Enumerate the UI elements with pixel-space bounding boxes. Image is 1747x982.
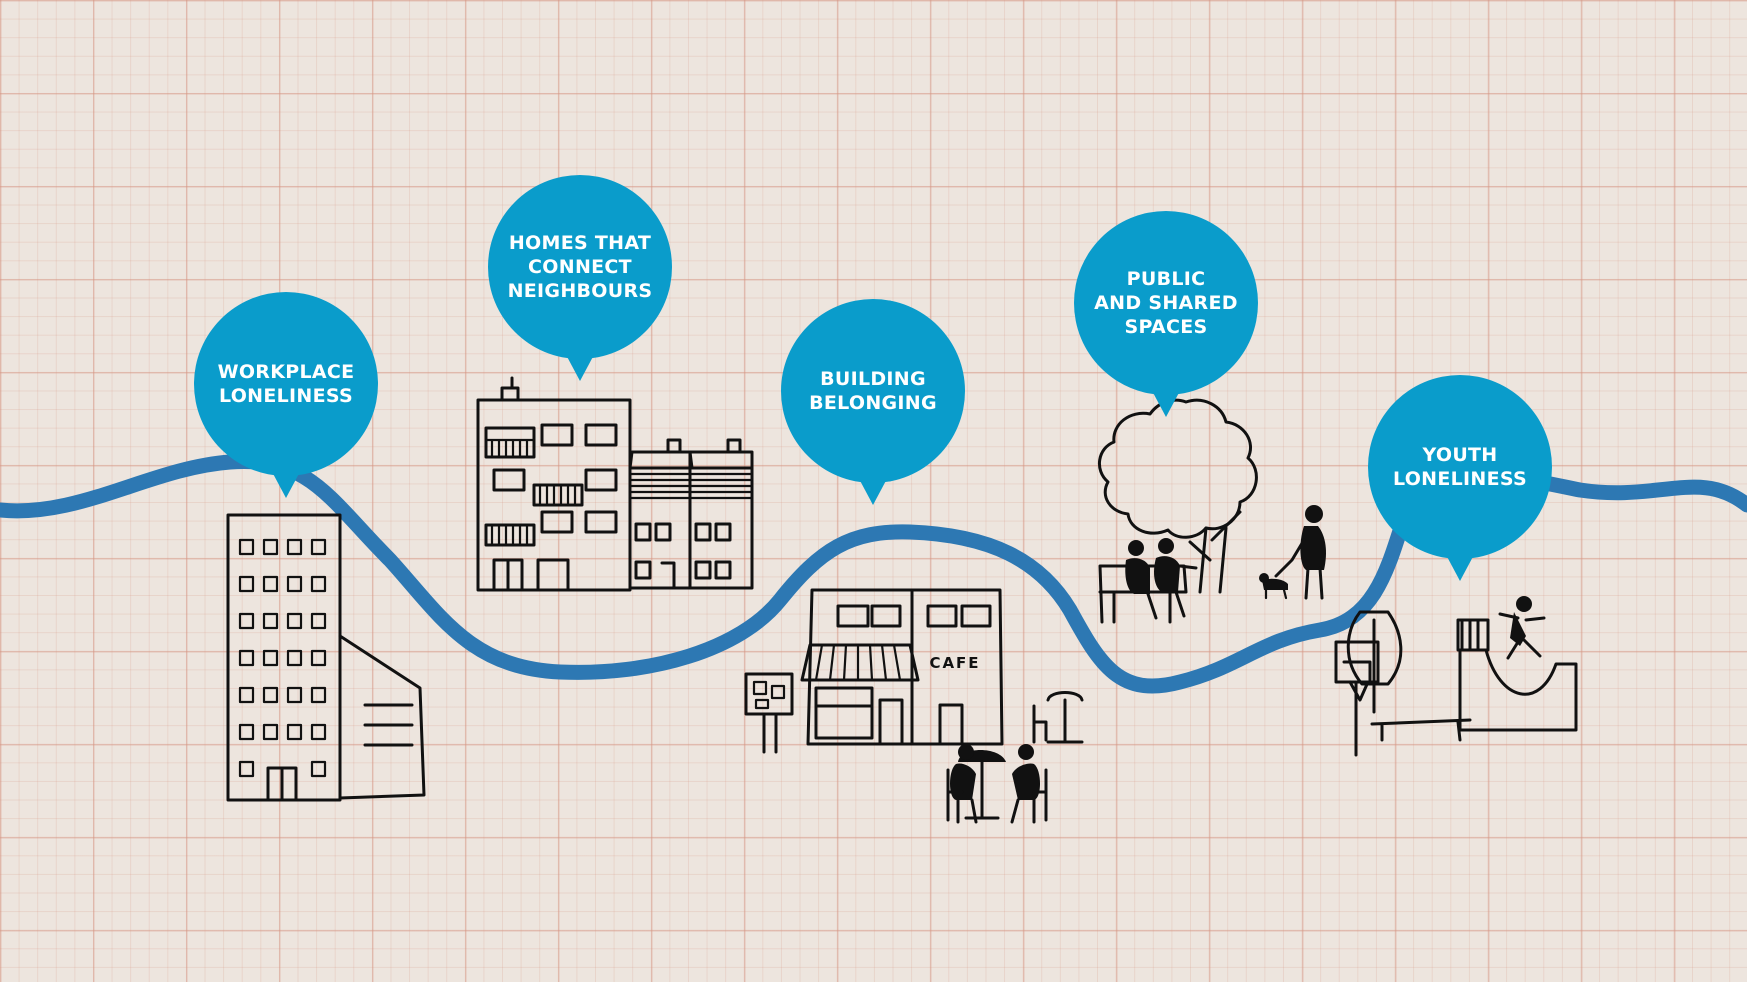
office-window bbox=[286, 649, 303, 667]
apartment-window bbox=[584, 423, 618, 447]
bubble-label-line: LONELINESS bbox=[1392, 468, 1528, 490]
bubble-label-line: CONNECT bbox=[528, 256, 632, 278]
office-window bbox=[262, 575, 279, 593]
office-window bbox=[286, 686, 303, 704]
office-building-illustration bbox=[226, 513, 426, 802]
apartment-window bbox=[540, 510, 574, 534]
office-window bbox=[262, 538, 279, 556]
bubble-label-line: AND SHARED bbox=[1094, 292, 1238, 314]
park-illustration bbox=[1098, 398, 1326, 624]
bubble-label-line: BUILDING bbox=[820, 368, 926, 390]
bubble-label-line: YOUTH bbox=[1422, 444, 1498, 466]
office-window bbox=[238, 723, 255, 741]
office-window bbox=[286, 723, 303, 741]
homes-illustration bbox=[476, 376, 754, 592]
office-window bbox=[310, 575, 327, 593]
office-window bbox=[238, 575, 255, 593]
office-window bbox=[238, 686, 255, 704]
office-window bbox=[286, 538, 303, 556]
bubble-label-line: WORKPLACE bbox=[217, 361, 355, 383]
office-window bbox=[238, 649, 255, 667]
cafe-illustration: CAFE bbox=[744, 588, 1084, 824]
bubble-label-line: LONELINESS bbox=[218, 385, 354, 407]
office-window bbox=[310, 612, 327, 630]
bubble-label-line: BELONGING bbox=[809, 392, 937, 414]
youth-illustration bbox=[1334, 596, 1578, 757]
office-window bbox=[310, 686, 327, 704]
office-window bbox=[238, 612, 255, 630]
office-window bbox=[310, 760, 327, 778]
office-window bbox=[238, 538, 255, 556]
office-window bbox=[238, 760, 255, 778]
bubble-label-line: HOMES THAT bbox=[508, 232, 652, 254]
office-window bbox=[286, 575, 303, 593]
cafe-sign: CAFE bbox=[929, 654, 980, 672]
bubble-label-line: NEIGHBOURS bbox=[507, 280, 653, 302]
bubble-label-line: SPACES bbox=[1124, 316, 1208, 338]
office-window bbox=[310, 649, 327, 667]
apartment-window bbox=[584, 510, 618, 534]
office-window bbox=[286, 612, 303, 630]
office-window bbox=[262, 612, 279, 630]
office-window bbox=[310, 538, 327, 556]
office-window bbox=[262, 723, 279, 741]
apartment-window bbox=[584, 468, 618, 492]
apartment-window bbox=[492, 468, 526, 492]
office-window bbox=[262, 649, 279, 667]
office-window bbox=[310, 723, 327, 741]
bubble-label-line: PUBLIC bbox=[1126, 268, 1206, 290]
office-window bbox=[262, 686, 279, 704]
apartment-window bbox=[540, 423, 574, 447]
